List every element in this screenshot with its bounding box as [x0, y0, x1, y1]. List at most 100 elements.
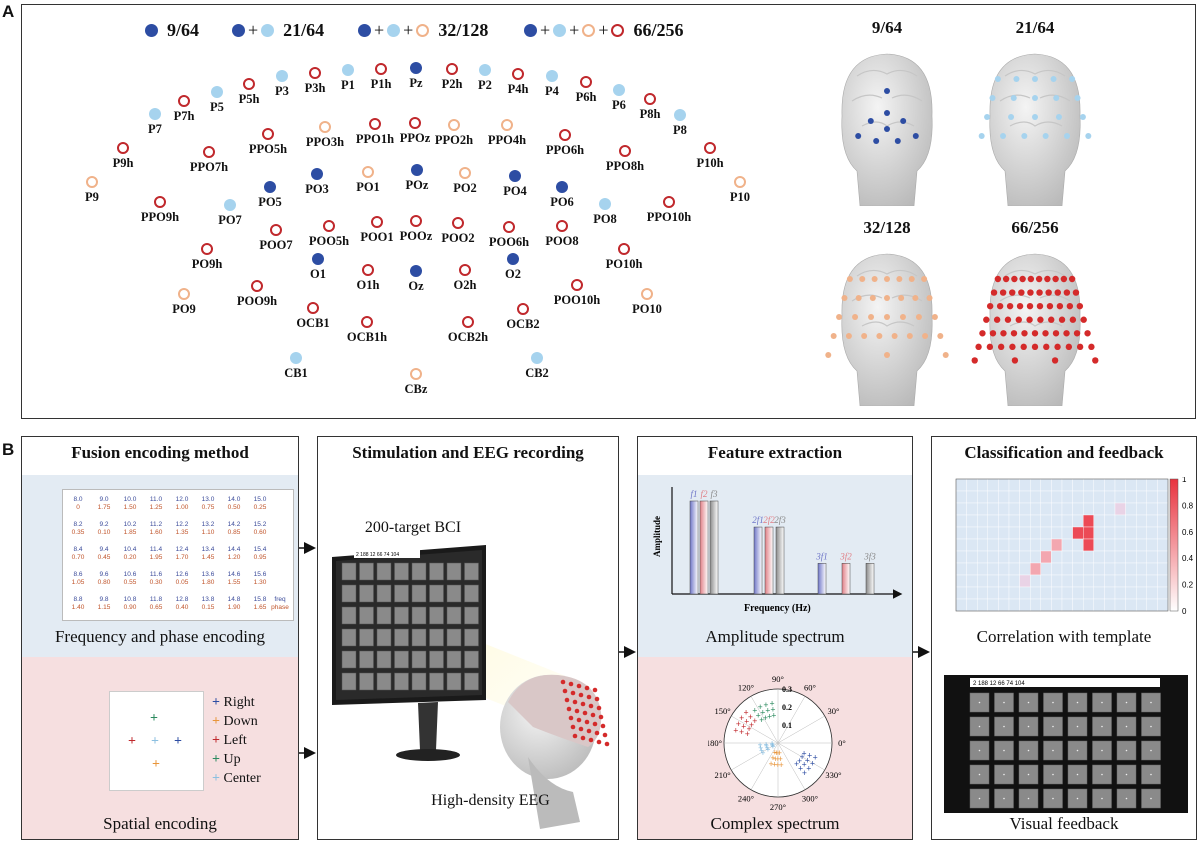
- eeg-label: High-density EEG: [431, 792, 550, 809]
- polar-angle-label: 0°: [838, 738, 846, 748]
- cell-frequency: 8.4: [73, 546, 83, 553]
- eeg-electrode-dot: [586, 728, 592, 734]
- head-electrode-dot: [869, 295, 876, 301]
- cell-phase: 0: [76, 504, 80, 511]
- monitor-target: [359, 606, 374, 625]
- cell-phase: 1.25: [149, 504, 163, 511]
- cell-phase: 0.05: [175, 579, 189, 586]
- complex-caption: Complex spectrum: [710, 814, 840, 833]
- feedback-target-dot: [1150, 749, 1152, 752]
- electrode-label: POO8: [545, 234, 579, 248]
- feedback-target-dot: [1076, 773, 1079, 776]
- polar-angle-label: 90°: [772, 674, 784, 684]
- polar-point: +: [765, 743, 770, 753]
- head-electrode-dot: [931, 314, 938, 320]
- electrode-dot: [446, 63, 458, 75]
- electrode-dot: [410, 215, 422, 227]
- electrode-label: PPOz: [399, 131, 431, 145]
- head-electrode-dot: [868, 314, 875, 320]
- eeg-electrode-dot: [594, 696, 600, 702]
- head-electrode-dot: [884, 295, 890, 301]
- electrode-dot: [224, 199, 236, 211]
- electrode-dot: [452, 217, 464, 229]
- electrode-label: PO9h: [191, 257, 223, 271]
- polar-radius-label: 0.3: [782, 685, 792, 694]
- cell-frequency: 12.2: [175, 521, 189, 528]
- electrode-label: PO3: [305, 182, 329, 196]
- eeg-electrode-dot: [596, 739, 602, 745]
- polar-point: +: [748, 712, 753, 722]
- polar-point: +: [775, 754, 780, 764]
- head-electrode-dot: [1063, 289, 1071, 296]
- feedback-target-dot: [1101, 701, 1103, 704]
- eeg-electrode-dot: [568, 715, 574, 721]
- monitor-target: [464, 584, 479, 603]
- spatial-legend-item: + Up: [212, 750, 261, 769]
- monitor-target: [429, 650, 444, 669]
- electrode-label: POO7: [259, 238, 293, 252]
- spatial-legend-marker: +: [212, 714, 224, 729]
- electrode-dot: [501, 119, 513, 131]
- electrode-dot: [203, 146, 215, 158]
- electrode-label: POOz: [399, 229, 433, 243]
- head-electrode-dot: [846, 276, 853, 282]
- feedback-target-dot: [1076, 749, 1079, 752]
- electrode-dot: [704, 142, 716, 154]
- cell-frequency: 11.2: [149, 521, 163, 528]
- electrode-label: P2h: [441, 77, 463, 91]
- monitor-target: [429, 628, 444, 647]
- polar-angle-label: 330°: [825, 770, 841, 780]
- cell-frequency: 9.6: [99, 571, 109, 578]
- electrode-dot: [410, 62, 422, 74]
- electrode-dot: [479, 64, 491, 76]
- head-electrode-dot: [1021, 330, 1028, 337]
- electrode-dot: [503, 221, 515, 233]
- monitor-target: [341, 606, 357, 625]
- cell-phase: 0.90: [123, 604, 137, 611]
- electrode-label: OCB2: [506, 317, 540, 331]
- head-electrode-dot: [1019, 275, 1026, 283]
- monitor-target: [446, 562, 462, 581]
- feedback-target-dot: [1003, 701, 1005, 704]
- cell-phase: 1.40: [71, 604, 85, 611]
- electrode-label: PO7: [218, 213, 242, 227]
- head-electrode-dot: [1045, 289, 1052, 296]
- cell-phase: 0.75: [201, 504, 215, 511]
- electrode-dot: [556, 220, 568, 232]
- colorbar-tick: 1: [1182, 477, 1187, 484]
- cell-phase: 1.90: [227, 604, 241, 611]
- cell-frequency: 15.0: [253, 496, 267, 503]
- legend-dot-d3: [582, 24, 596, 37]
- plus-sign: +: [374, 20, 385, 40]
- head-electrode-dot: [1032, 114, 1038, 120]
- cell-frequency: 8.8: [73, 596, 83, 603]
- cell-frequency: 13.2: [201, 521, 215, 528]
- eeg-electrode-dot: [578, 726, 584, 732]
- amp-bar-f2: [699, 500, 709, 595]
- legend-dot-d1: [524, 24, 537, 37]
- plus-sign: +: [569, 20, 580, 40]
- feedback-target-dot: [1125, 749, 1128, 752]
- polar-point: +: [767, 711, 772, 721]
- electrode-label: PO8: [593, 212, 617, 226]
- head-electrode-dot: [1074, 95, 1081, 101]
- head-electrode-dot: [996, 302, 1004, 310]
- panel-a-frame: [21, 4, 1196, 419]
- feedback-target-dot: [1076, 725, 1079, 728]
- cell-phase: 0.65: [149, 604, 163, 611]
- polar-point: +: [752, 716, 757, 726]
- spatial-legend-item: + Center: [212, 769, 261, 788]
- polar-point: +: [770, 740, 775, 750]
- head-electrode-dot: [1072, 289, 1080, 296]
- head-electrode-dot: [1027, 289, 1034, 296]
- head-electrode-dot: [983, 316, 990, 323]
- monitor-target: [411, 672, 427, 691]
- head-electrode-dot: [990, 289, 998, 296]
- electrode-label: POO2: [441, 231, 475, 245]
- electrode-label: POO1: [360, 230, 394, 244]
- heatmap-border: [955, 478, 1169, 612]
- polar-point: +: [772, 747, 777, 757]
